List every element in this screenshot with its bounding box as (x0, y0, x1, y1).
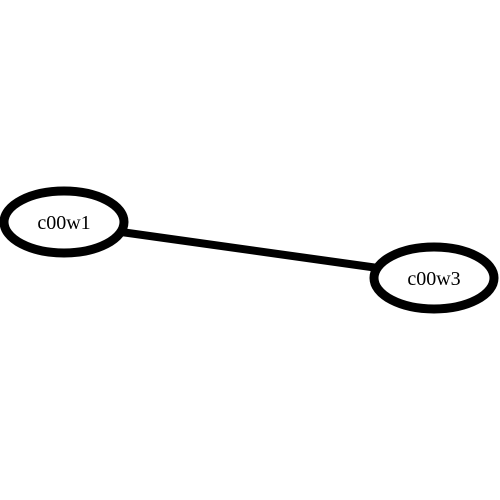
node-c00w1: c00w1 (0, 186, 129, 258)
node-c00w3-label: c00w3 (407, 268, 460, 290)
edge-c00w1-c00w3 (120, 228, 379, 272)
node-c00w3: c00w3 (369, 242, 499, 314)
node-c00w1-ellipse (0, 186, 129, 258)
node-c00w3-ellipse (369, 242, 499, 314)
node-c00w1-label: c00w1 (37, 212, 90, 234)
